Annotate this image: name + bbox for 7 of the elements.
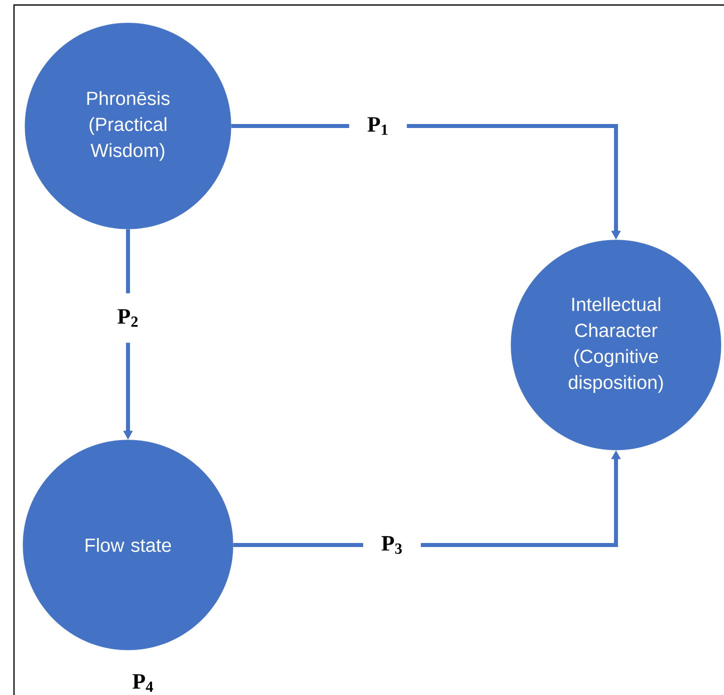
circle-node: Intellectual Character (Cognitive disposition): [510, 240, 722, 450]
circle-node: Phronēsis (Practical Wisdom): [24, 22, 232, 230]
edge-label: P$_{1}$: [349, 101, 407, 151]
circle-node: Flow state: [22, 440, 234, 650]
edge-label: P$_{3}$: [363, 520, 421, 570]
edge-label: P$_{2}$: [99, 293, 157, 343]
node-caption: P$_{4}$: [132, 674, 154, 692]
